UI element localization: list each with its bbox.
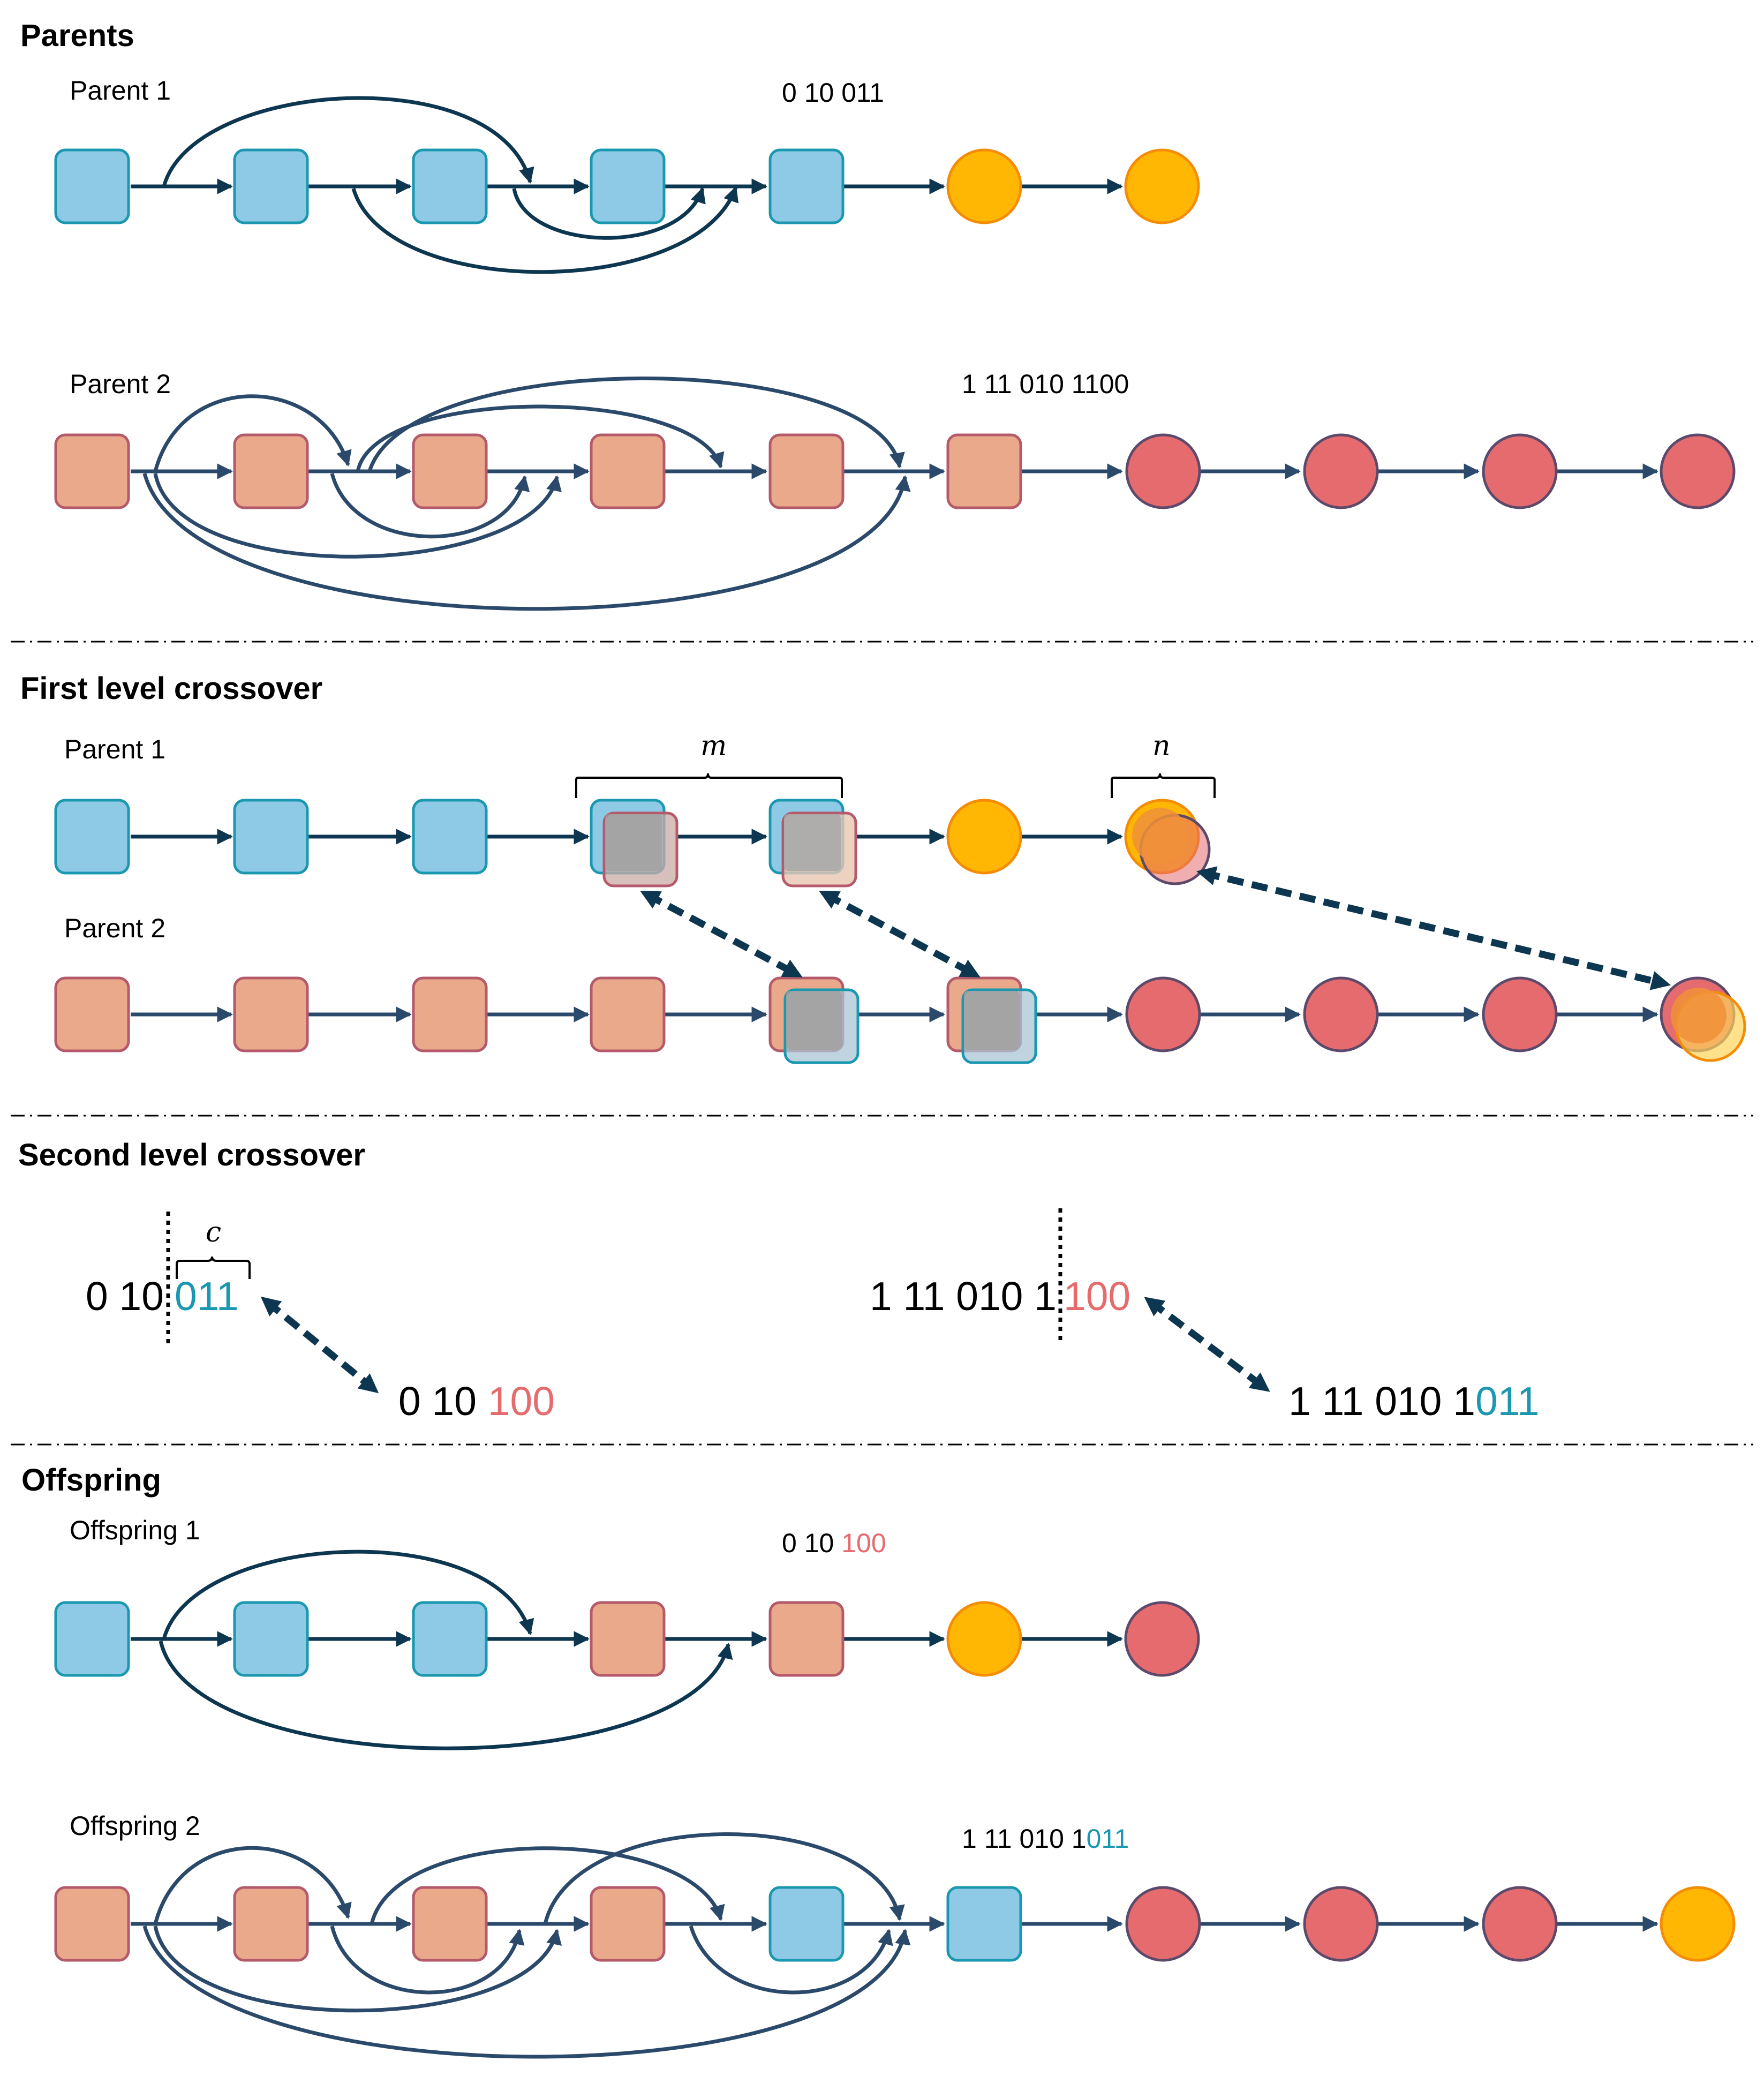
offspring2-node-1 bbox=[54, 1886, 130, 1962]
offspring2-node-6 bbox=[946, 1886, 1022, 1962]
offspring2-node-10 bbox=[1660, 1886, 1736, 1962]
brace-c bbox=[176, 1256, 251, 1279]
symbol-c: c bbox=[206, 1216, 221, 1248]
parent2-node-1 bbox=[54, 433, 130, 509]
section-title-first-level: First level crossover bbox=[20, 671, 322, 706]
fl-p1-node-1 bbox=[54, 799, 130, 875]
first-level-crossover: Parent 1 Parent 2 m n bbox=[54, 730, 1746, 1064]
parent2-node-4 bbox=[590, 433, 666, 509]
sl-left-suffix: 011 bbox=[175, 1274, 239, 1319]
fl-p2-node-8 bbox=[1303, 976, 1379, 1052]
offspring1-node-2 bbox=[233, 1601, 309, 1677]
parent1-label-b: Parent 1 bbox=[64, 734, 165, 764]
parent2-node-6 bbox=[946, 433, 1022, 509]
offspring2-node-9 bbox=[1482, 1886, 1558, 1962]
offspring2-node-3 bbox=[412, 1886, 488, 1962]
offspring1-node-6 bbox=[946, 1601, 1022, 1677]
parent2-node-5 bbox=[768, 433, 845, 509]
parent1-node-7 bbox=[1124, 148, 1200, 224]
parent1-code: 0 10 011 bbox=[782, 78, 884, 108]
parent1-node-4 bbox=[590, 148, 666, 224]
symbol-n: n bbox=[1152, 730, 1171, 762]
fl-p2-node-3 bbox=[412, 976, 488, 1052]
offspring1-node-3 bbox=[412, 1601, 488, 1677]
section-title-second-level: Second level crossover bbox=[18, 1138, 365, 1172]
parent1-label: Parent 1 bbox=[70, 76, 171, 106]
sl-right-prefix: 1 11 010 1 bbox=[870, 1274, 1057, 1319]
parent1-node-1 bbox=[54, 148, 130, 224]
parent2-node-8 bbox=[1303, 433, 1379, 509]
parent2-label: Parent 2 bbox=[70, 369, 171, 399]
offspring1-node-5 bbox=[768, 1601, 845, 1677]
sl-right-suffix: 100 bbox=[1064, 1274, 1130, 1319]
offspring2-graph: Offspring 2 1 11 010 1011 bbox=[54, 1811, 1736, 2059]
parent2-graph: Parent 2 1 11 010 1100 bbox=[54, 369, 1736, 611]
parent1-node-2 bbox=[233, 148, 309, 224]
swap-arrow-2 bbox=[819, 891, 981, 977]
parent2-node-9 bbox=[1482, 433, 1558, 509]
brace-n bbox=[1111, 773, 1216, 798]
offspring2-node-8 bbox=[1303, 1886, 1379, 1962]
parent1-graph: Parent 1 0 10 011 bbox=[54, 76, 1200, 274]
fl-p1-node-2 bbox=[233, 799, 309, 875]
sl-left-prefix: 0 10 bbox=[86, 1274, 164, 1319]
section-title-offspring: Offspring bbox=[21, 1463, 161, 1498]
parent1-node-6 bbox=[946, 148, 1022, 224]
parent2-node-7 bbox=[1125, 433, 1201, 509]
parent2-code: 1 11 010 1100 bbox=[962, 369, 1129, 399]
sl-left-arrow bbox=[260, 1296, 379, 1394]
offspring1-label: Offspring 1 bbox=[70, 1515, 200, 1545]
fl-p2-node-1 bbox=[54, 976, 130, 1052]
parent2-node-10 bbox=[1660, 433, 1736, 509]
offspring2-code: 1 11 010 1011 bbox=[962, 1824, 1129, 1854]
fl-p1-node-6 bbox=[946, 799, 1022, 875]
offspring2-node-2 bbox=[233, 1886, 309, 1962]
fl-p2-node-9 bbox=[1482, 976, 1558, 1052]
sl-left-result: 0 10 100 bbox=[398, 1379, 555, 1424]
fl-p2-node-4 bbox=[590, 976, 666, 1052]
offspring1-code: 0 10 100 bbox=[782, 1528, 886, 1558]
offspring1-node-1 bbox=[54, 1601, 130, 1677]
brace-m bbox=[575, 773, 843, 798]
offspring2-label: Offspring 2 bbox=[70, 1811, 200, 1841]
parent2-node-2 bbox=[233, 433, 309, 509]
fl-p2-node-2 bbox=[233, 976, 309, 1052]
offspring1-graph: Offspring 1 0 10 100 bbox=[54, 1515, 1200, 1750]
sl-right-result: 1 11 010 1011 bbox=[1288, 1379, 1540, 1424]
parent1-node-3 bbox=[412, 148, 488, 224]
offspring2-node-7 bbox=[1125, 1886, 1201, 1962]
offspring2-node-5 bbox=[768, 1886, 845, 1962]
offspring2-node-4 bbox=[590, 1886, 666, 1962]
parent1-node-5 bbox=[768, 148, 845, 224]
fl-p1-node-3 bbox=[412, 799, 488, 875]
swap-arrow-3 bbox=[1196, 866, 1671, 990]
section-title-parents: Parents bbox=[20, 18, 134, 53]
parent2-node-3 bbox=[412, 433, 488, 509]
offspring1-node-4 bbox=[590, 1601, 666, 1677]
second-level-crossover: c 0 10 011 0 10 100 1 11 010 1 100 1 11 … bbox=[86, 1208, 1540, 1424]
swap-arrow-1 bbox=[640, 891, 803, 977]
parent2-label-b: Parent 2 bbox=[64, 913, 165, 943]
symbol-m: m bbox=[700, 730, 727, 762]
offspring1-node-7 bbox=[1124, 1601, 1200, 1677]
fl-p2-node-7 bbox=[1125, 976, 1201, 1052]
sl-right-arrow bbox=[1144, 1297, 1270, 1392]
